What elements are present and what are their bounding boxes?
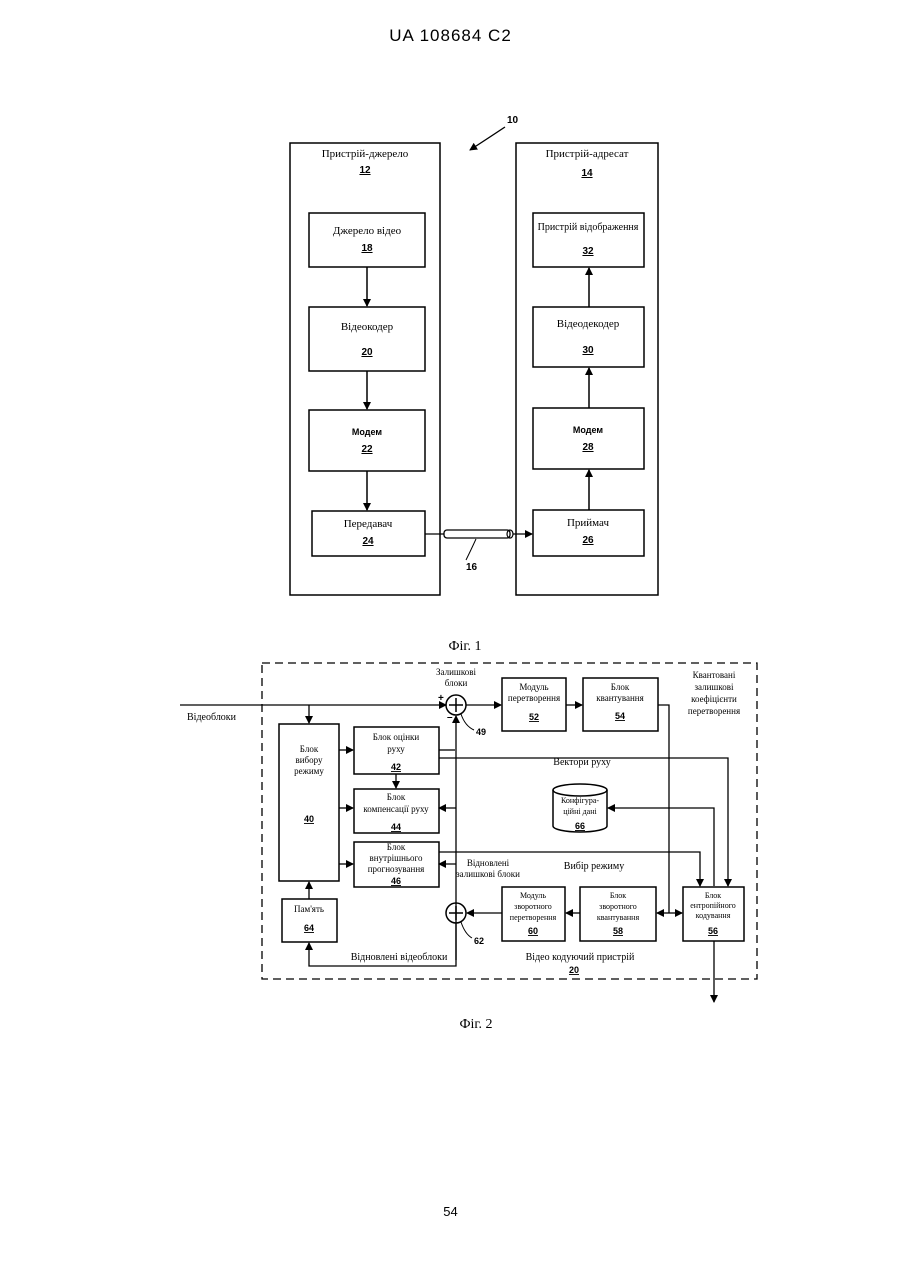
mode-select-label-3: режиму bbox=[294, 766, 324, 776]
video-source-block bbox=[309, 213, 425, 267]
motion-est-label-2: руху bbox=[387, 744, 405, 754]
memory-label: Пам'ять bbox=[294, 904, 324, 914]
recon-residual-label-2: залишкові блоки bbox=[456, 869, 520, 879]
memory-ref: 64 bbox=[304, 923, 314, 933]
transform-ref: 52 bbox=[529, 712, 539, 722]
summer-2-ref-leader bbox=[461, 922, 472, 938]
modem-tx-label: Модем bbox=[352, 427, 382, 437]
quant-out-label-2: залишкові bbox=[694, 682, 734, 692]
transmitter-ref: 24 bbox=[362, 536, 374, 547]
channel-ref-leader bbox=[466, 539, 476, 560]
entropy-label-1: Блок bbox=[705, 891, 721, 900]
inv-quant-label-3: квантування bbox=[597, 913, 640, 922]
video-encoder-block bbox=[309, 307, 425, 371]
motion-comp-ref: 44 bbox=[391, 822, 401, 832]
modem-tx-block bbox=[309, 410, 425, 471]
source-device-ref: 12 bbox=[359, 165, 371, 176]
summer-1-ref-leader bbox=[461, 714, 474, 730]
mode-select-ref: 40 bbox=[304, 814, 314, 824]
motion-est-ref: 42 bbox=[391, 762, 401, 772]
system-ref: 10 bbox=[507, 115, 519, 126]
recon-residual-label-1: Відновлені bbox=[467, 858, 510, 868]
quant-out-label-4: перетворення bbox=[688, 706, 740, 716]
entropy-label-3: кодування bbox=[696, 911, 731, 920]
quant-ref: 54 bbox=[615, 711, 625, 721]
modem-rx-ref: 28 bbox=[582, 442, 594, 453]
receiver-label: Приймач bbox=[567, 517, 610, 529]
intra-label-1: Блок bbox=[387, 842, 406, 852]
encoder-title: Відео кодуючий пристрій bbox=[526, 952, 635, 963]
motion-est-label-1: Блок оцінки bbox=[373, 732, 420, 742]
video-source-label: Джерело відео bbox=[333, 225, 402, 237]
inv-transform-label-1: Модуль bbox=[520, 891, 546, 900]
destination-device-ref: 14 bbox=[581, 168, 593, 179]
residual-label-1: Залишкові bbox=[436, 667, 476, 677]
receiver-ref: 26 bbox=[582, 535, 594, 546]
channel-cylinder bbox=[444, 530, 510, 538]
inv-quant-label-2: зворотного bbox=[599, 902, 637, 911]
video-decoder-block bbox=[533, 307, 644, 367]
recon-blocks-label: Відновлені відеоблоки bbox=[351, 952, 448, 963]
fig1-caption: Фіг. 1 bbox=[448, 639, 481, 654]
config-label-2: ційні дані bbox=[563, 807, 597, 816]
video-decoder-ref: 30 bbox=[582, 345, 594, 356]
inv-quant-label-1: Блок bbox=[610, 891, 626, 900]
intra-label-3: прогнозування bbox=[368, 864, 425, 874]
config-cylinder-top bbox=[553, 784, 607, 796]
motion-comp-label-2: компенсації руху bbox=[363, 804, 429, 814]
modem-rx-label: Модем bbox=[573, 425, 603, 435]
quant-out-label-1: Квантовані bbox=[693, 670, 736, 680]
transform-label-2: перетворення bbox=[508, 693, 560, 703]
channel-ref: 16 bbox=[466, 562, 478, 573]
quant-label-1: Блок bbox=[611, 682, 630, 692]
encoder-ref: 20 bbox=[569, 965, 579, 975]
motion-comp-label-1: Блок bbox=[387, 792, 406, 802]
residual-label-2: блоки bbox=[445, 678, 468, 688]
source-device-title: Пристрій-джерело bbox=[322, 148, 409, 160]
input-label: Відеоблоки bbox=[187, 712, 237, 723]
inv-transform-ref: 60 bbox=[528, 926, 538, 936]
modem-rx-block bbox=[533, 408, 644, 469]
quant-out-label-3: коефіцієнти bbox=[691, 694, 737, 704]
video-decoder-label: Відеодекодер bbox=[557, 318, 620, 330]
summer-2-ref: 62 bbox=[474, 936, 484, 946]
transform-label-1: Модуль bbox=[519, 682, 548, 692]
modem-tx-ref: 22 bbox=[361, 444, 373, 455]
motion-vectors-label: Вектори руху bbox=[553, 757, 610, 768]
inv-transform-label-3: перетворення bbox=[510, 913, 557, 922]
system-ref-leader bbox=[470, 127, 505, 150]
fig2-diagram: Відеоблоки + – Залишкові блоки 49 Модуль… bbox=[180, 663, 757, 1002]
entropy-to-config bbox=[608, 808, 714, 886]
video-encoder-label: Відеокодер bbox=[341, 321, 394, 333]
mode-choice-label: Вибір режиму bbox=[564, 861, 624, 872]
quant-label-2: квантування bbox=[596, 693, 644, 703]
intra-ref: 46 bbox=[391, 876, 401, 886]
fig2-caption: Фіг. 2 bbox=[459, 1017, 492, 1032]
summer-1-ref: 49 bbox=[476, 727, 486, 737]
mode-select-label-2: вибору bbox=[295, 755, 323, 765]
transmitter-label: Передавач bbox=[344, 518, 393, 530]
video-encoder-ref: 20 bbox=[361, 347, 373, 358]
quant-out-line bbox=[658, 705, 669, 913]
fig1-diagram: 10 Пристрій-джерело 12 Пристрій-адресат … bbox=[290, 115, 658, 595]
destination-device-title: Пристрій-адресат bbox=[546, 148, 629, 160]
inv-quant-ref: 58 bbox=[613, 926, 623, 936]
intra-label-2: внутрішнього bbox=[370, 853, 423, 863]
entropy-ref: 56 bbox=[708, 926, 718, 936]
summer-1-plus-sign: + bbox=[438, 693, 444, 704]
display-label: Пристрій відображення bbox=[538, 222, 639, 233]
page-number: 54 bbox=[0, 1204, 901, 1219]
summer-1-minus-sign: – bbox=[447, 712, 453, 723]
video-source-ref: 18 bbox=[361, 243, 373, 254]
config-label-1: Конфігура- bbox=[561, 796, 599, 805]
display-ref: 32 bbox=[582, 246, 594, 257]
mode-select-label-1: Блок bbox=[300, 744, 319, 754]
inv-transform-label-2: зворотного bbox=[514, 902, 552, 911]
entropy-label-2: ентропійного bbox=[690, 901, 736, 910]
config-ref: 66 bbox=[575, 821, 585, 831]
